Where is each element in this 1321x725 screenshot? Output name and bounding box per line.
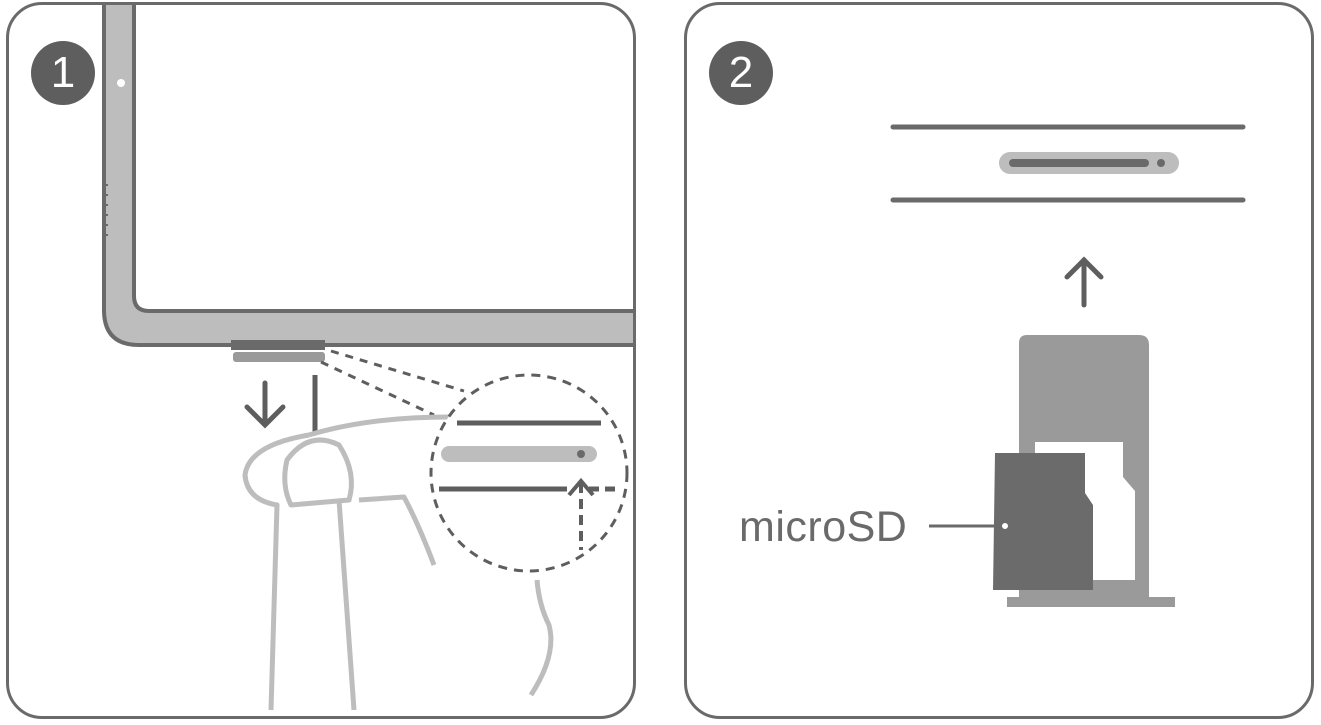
ejected-tray-lip (233, 352, 325, 362)
step-number-badge: 1 (31, 41, 95, 105)
insert-card-illustration (890, 124, 1246, 607)
tablet-side-ridges (104, 184, 108, 236)
zoom-magnifier-circle (429, 373, 629, 573)
step-number-badge: 2 (709, 41, 773, 105)
microsd-leader-dot (1000, 521, 1010, 531)
tablet-camera-dot (117, 79, 125, 87)
ejected-tray (231, 340, 325, 350)
eject-hole-icon (577, 450, 585, 458)
hand-icon (242, 414, 554, 711)
step-1-panel: 1 (6, 2, 636, 719)
microsd-card (993, 453, 1093, 590)
microsd-label: microSD (739, 503, 908, 551)
slot-eject-hole-icon (1157, 159, 1165, 167)
slot-inner (1009, 159, 1149, 167)
zoom-leader-lines (320, 349, 465, 417)
eject-tray-illustration (102, 5, 633, 711)
tablet-body (102, 5, 633, 347)
pull-down-arrow-icon (244, 380, 286, 429)
step-2-panel: 2 microSD (684, 2, 1314, 719)
zoomed-slot (439, 420, 619, 550)
pin-insert-arrow-icon (567, 477, 595, 497)
insert-arrow-icon (1064, 256, 1104, 308)
